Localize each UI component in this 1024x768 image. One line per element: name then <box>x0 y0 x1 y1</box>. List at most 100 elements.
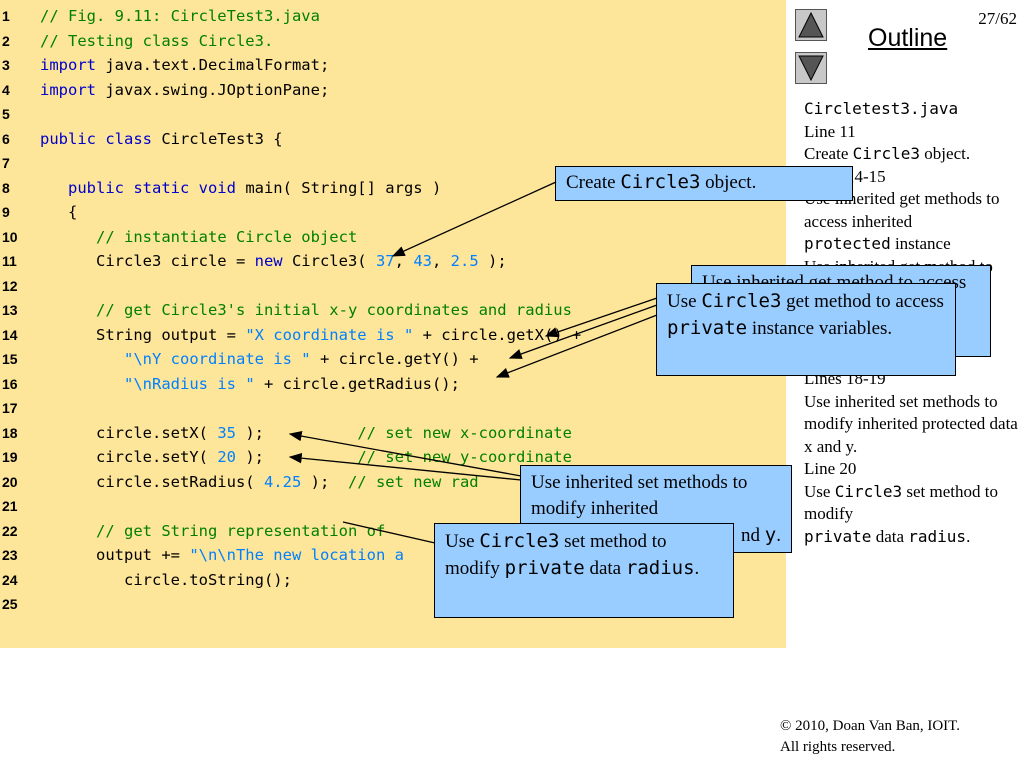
outline-link[interactable]: Outline <box>868 24 948 52</box>
triangle-down-icon <box>798 55 824 82</box>
outline-note-text: instance <box>890 234 951 253</box>
outline-note-text: data <box>871 526 909 546</box>
code-token: new <box>254 252 283 270</box>
code-token: 2.5 <box>450 252 479 270</box>
code-token: // get Circle3's initial x-y coordinates… <box>96 301 572 319</box>
code-token: ); <box>301 472 348 491</box>
code-token: circle.setRadius( <box>40 472 264 491</box>
code-token: import <box>40 80 96 99</box>
code-token: import <box>40 56 96 74</box>
outline-note: private data radius. <box>804 526 1020 549</box>
previous-slide-button[interactable] <box>795 9 827 41</box>
outline-note-text: Create <box>804 144 853 163</box>
outline-note-text: . <box>966 526 971 546</box>
code-token: Circle3( <box>282 252 376 270</box>
line-number: 20 <box>2 473 18 490</box>
code-line: 24 circle.toString(); <box>0 568 292 593</box>
line-number: 25 <box>2 596 18 612</box>
outline-note-code: Circle3 <box>852 144 921 163</box>
code-token: circle.setY( <box>40 448 218 466</box>
code-token: // get String representation of <box>96 521 386 540</box>
line-number: 18 <box>2 424 18 441</box>
code-token: 35 <box>217 423 236 442</box>
line-number: 8 <box>2 179 10 196</box>
outline-note: Line 20 <box>804 458 1020 481</box>
outline-note: Line 11 <box>804 121 1020 144</box>
code-line: 19 circle.setY( 20 ); // set new y-coord… <box>0 445 572 470</box>
code-token: ); <box>235 423 358 442</box>
code-token: output += <box>40 546 190 564</box>
copyright-footer: © 2010, Doan Van Ban, IOIT. All rights r… <box>780 718 960 755</box>
outline-note-text: set method to modify <box>804 481 998 524</box>
code-line: 25 <box>0 592 40 617</box>
code-token <box>40 228 96 246</box>
code-line: 11 Circle3 circle = new Circle3( 37, 43,… <box>0 249 507 274</box>
code-line: 9 { <box>0 200 77 225</box>
code-line: 13 // get Circle3's initial x-y coordina… <box>0 298 572 323</box>
code-token: 20 <box>217 448 236 466</box>
code-line: 8 public static void main( String[] args… <box>0 176 441 201</box>
outline-note-text: Line 20 <box>804 459 857 478</box>
code-token: + circle.getY() + <box>310 350 479 368</box>
code-token: circle.setX( <box>40 423 218 442</box>
line-number: 15 <box>2 351 18 367</box>
code-token: java.text.DecimalFormat; <box>96 56 330 74</box>
code-token: main( String[] args ) <box>235 178 442 197</box>
line-number: 1 <box>2 8 10 24</box>
outline-note-text: Use inherited set methods to modify inhe… <box>804 391 1018 456</box>
code-token: // set new y-coordinate <box>357 448 572 466</box>
code-line: 21 <box>0 494 40 519</box>
code-line: 14 String output = "X coordinate is " + … <box>0 323 581 348</box>
code-token: // Fig. 9.11: CircleTest3.java <box>40 7 320 25</box>
slide-counter: 27/62 <box>978 9 1017 28</box>
outline-note: protected instance <box>804 233 1020 256</box>
line-number: 4 <box>2 81 10 98</box>
code-token: // set new x-coordinate <box>357 423 572 442</box>
code-token: String output = <box>40 325 246 344</box>
next-slide-button[interactable] <box>795 52 827 84</box>
code-token: 37 <box>375 252 395 270</box>
outline-note: Circletest3.java <box>804 98 1020 121</box>
code-token <box>40 375 124 393</box>
code-token: public static void <box>68 178 236 197</box>
code-token: // Testing class Circle3. <box>40 31 274 50</box>
code-line: 5 <box>0 102 40 127</box>
code-token: Circle3 circle = <box>40 252 255 270</box>
code-line: 7 <box>0 151 40 176</box>
code-token: { <box>40 203 78 221</box>
code-token: CircleTest3 { <box>151 129 283 148</box>
line-number: 6 <box>2 130 10 147</box>
code-token: + circle.getRadius(); <box>254 374 460 393</box>
code-token <box>40 350 124 368</box>
triangle-up-icon <box>798 11 824 38</box>
line-number: 2 <box>2 32 10 49</box>
callout-create-object: Create Circle3 object. <box>555 166 853 201</box>
outline-note-code: private <box>804 526 872 546</box>
code-token: "X coordinate is " <box>245 325 414 344</box>
line-number: 12 <box>2 277 18 294</box>
code-token: + circle.getX() + <box>413 325 582 344</box>
line-number: 13 <box>2 302 18 318</box>
code-token: "\nY coordinate is " <box>124 350 311 368</box>
outline-note: Use Circle3 set method to modify <box>804 481 1020 526</box>
line-number: 22 <box>2 522 18 539</box>
line-number: 3 <box>2 57 10 73</box>
code-line: 22 // get String representation of <box>0 519 385 544</box>
code-token: circle.toString(); <box>40 570 292 589</box>
line-number: 11 <box>2 253 17 269</box>
code-token: "\nRadius is " <box>124 374 255 393</box>
code-line: 12 <box>0 274 40 299</box>
code-token <box>40 301 96 319</box>
outline-note-code: radius <box>908 526 967 546</box>
outline-note-text: object. <box>920 144 971 163</box>
code-token: , <box>394 252 414 270</box>
line-number: 23 <box>2 547 18 563</box>
code-token: 4.25 <box>263 472 302 491</box>
outline-note: Create Circle3 object. <box>804 143 1020 166</box>
code-token: 43 <box>413 252 432 270</box>
code-line: 2 // Testing class Circle3. <box>0 29 273 54</box>
code-line: 18 circle.setX( 35 ); // set new x-coord… <box>0 421 572 446</box>
code-line: 23 output += "\n\nThe new location a <box>0 543 404 568</box>
